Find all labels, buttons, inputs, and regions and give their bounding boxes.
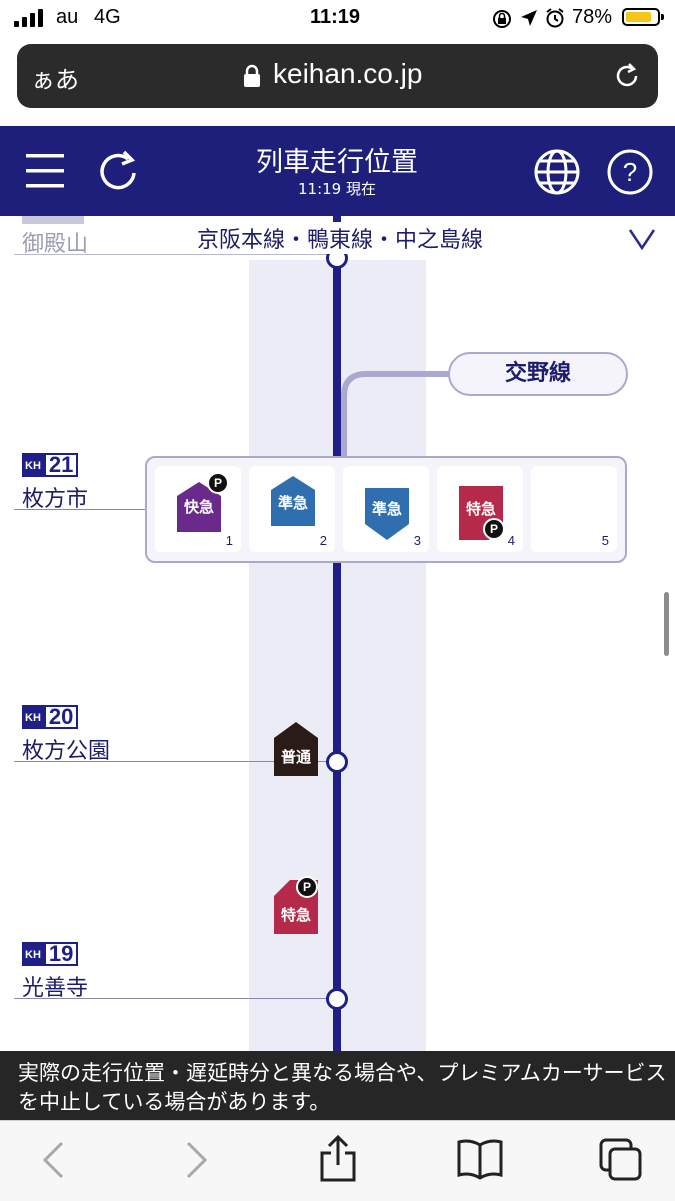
premium-car-badge: P <box>483 518 505 540</box>
code-number: 19 <box>43 942 79 966</box>
browser-address-bar: ぁあ keihan.co.jp <box>0 36 675 124</box>
code-number: 21 <box>43 453 79 477</box>
code-prefix: KH <box>22 453 44 477</box>
code-number: 20 <box>43 705 79 729</box>
station-name-kozenji[interactable]: 光善寺 <box>22 976 89 1001</box>
train-tokkyu[interactable]: 特急 P <box>274 876 318 934</box>
railway-line <box>333 216 341 1051</box>
globe-icon[interactable] <box>533 148 581 196</box>
station-name-hirakatakoen[interactable]: 枚方公園 <box>22 739 111 764</box>
track-5[interactable]: 5 <box>531 466 617 552</box>
station-node-kh20 <box>326 751 348 773</box>
refresh-icon[interactable] <box>94 148 144 194</box>
station-rule <box>14 761 334 762</box>
code-prefix: KH <box>22 942 44 966</box>
station-node-kh19 <box>326 988 348 1010</box>
track-number: 3 <box>413 533 421 548</box>
branch-line <box>341 371 454 466</box>
premium-car-badge: P <box>207 472 229 494</box>
train-type-label: 快急 <box>183 498 214 516</box>
battery-percent: 78% <box>572 6 613 28</box>
signal-icon <box>14 9 44 27</box>
bookmarks-icon[interactable] <box>456 1137 504 1181</box>
track-4[interactable]: 特急 P 4 <box>437 466 523 552</box>
train-type-label: 準急 <box>277 494 308 512</box>
track-number: 5 <box>601 533 609 548</box>
train-type-label: 普通 <box>280 748 311 766</box>
app-header: 列車走行位置 11:19 現在 ? <box>0 126 675 216</box>
track-number: 2 <box>319 533 327 548</box>
svg-text:?: ? <box>623 157 637 187</box>
carrier: au <box>56 6 79 28</box>
track-number: 4 <box>507 533 515 548</box>
chevron-down-icon[interactable] <box>628 228 656 250</box>
train-type-label: 特急 <box>280 906 311 924</box>
alarm-icon <box>546 8 564 28</box>
orientation-lock-icon <box>493 10 511 28</box>
station-code-top <box>22 216 84 224</box>
forward-icon[interactable] <box>184 1139 210 1181</box>
platform-box: 快急 P 1 準急 2 準急 3 特急 P 4 5 <box>145 456 627 563</box>
station-rule <box>14 998 334 999</box>
menu-icon[interactable] <box>26 154 64 188</box>
premium-car-badge: P <box>296 876 318 898</box>
update-time: 11:19 現在 <box>298 180 376 198</box>
domain-text: keihan.co.jp <box>273 58 423 89</box>
network-type: 4G <box>94 6 121 28</box>
train-icon-futsu <box>274 722 318 776</box>
help-icon[interactable]: ? <box>606 148 654 196</box>
train-type-label: 準急 <box>371 500 402 518</box>
branch-katano-line[interactable]: 交野線 <box>448 352 628 396</box>
disclaimer-notice: 実際の走行位置・遅延時分と異なる場合や、プレミアムカーサービスを中止している場合… <box>0 1051 675 1120</box>
text-size-button[interactable]: ぁあ <box>31 66 79 94</box>
location-icon <box>521 10 537 26</box>
track-number: 1 <box>225 533 233 548</box>
station-name-hirakatashi[interactable]: 枚方市 <box>22 487 89 512</box>
train-icon-kaikyu <box>177 482 221 532</box>
train-futsu[interactable]: 普通 <box>274 722 318 776</box>
station-rule-top <box>14 254 334 255</box>
share-icon[interactable] <box>318 1135 358 1183</box>
train-icon-junkyu-down <box>365 488 409 540</box>
url-field[interactable]: ぁあ keihan.co.jp <box>17 44 658 108</box>
page-title: 列車走行位置 <box>256 147 418 178</box>
clock: 11:19 <box>310 6 361 28</box>
battery-icon <box>622 8 664 26</box>
train-icon-junkyu-up <box>271 476 315 526</box>
train-type-label: 特急 <box>465 500 496 518</box>
tabs-icon[interactable] <box>598 1137 644 1183</box>
scrollbar[interactable] <box>664 592 669 656</box>
back-icon[interactable] <box>40 1139 66 1181</box>
line-selector[interactable]: 京阪本線・鴨東線・中之島線 <box>160 222 520 254</box>
browser-toolbar <box>0 1120 675 1201</box>
track-2[interactable]: 準急 2 <box>249 466 335 552</box>
track-1[interactable]: 快急 P 1 <box>155 466 241 552</box>
status-bar: au 4G 11:19 78% <box>0 0 675 36</box>
station-name-top: 御殿山 <box>22 232 89 257</box>
reload-icon[interactable] <box>611 60 643 92</box>
code-prefix: KH <box>22 705 44 729</box>
track-3[interactable]: 準急 3 <box>343 466 429 552</box>
lock-icon <box>244 64 260 87</box>
